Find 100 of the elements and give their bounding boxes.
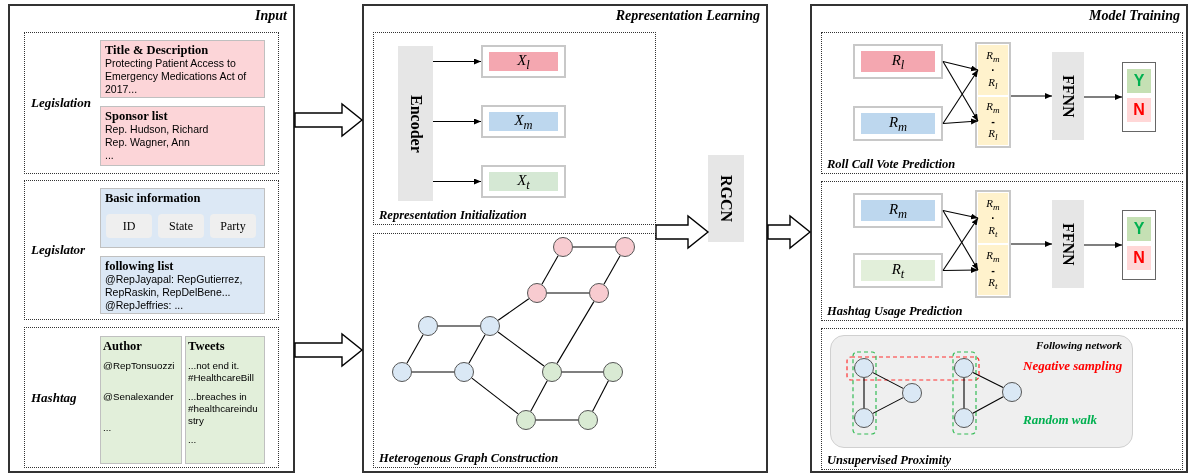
dotted-group-frame [821, 328, 1183, 470]
graph-node-circle [854, 408, 874, 428]
module-block [398, 46, 433, 201]
card-text: Rep. Wagner, Ann [105, 136, 191, 149]
arrow [432, 118, 482, 125]
connector-line [468, 334, 486, 364]
panel-title: Input [255, 8, 287, 24]
group-label: Legislator [31, 242, 86, 258]
section-panel [810, 4, 1188, 473]
operation-frame [975, 42, 1011, 148]
section-panel [8, 4, 295, 473]
vector-label: X$_{l}$ [517, 51, 530, 72]
dotted-group-frame [24, 180, 279, 320]
chip-label: ID [122, 218, 136, 234]
dotted-group-frame [24, 327, 279, 468]
card-heading: Author [103, 339, 143, 354]
dotted-group-frame [821, 32, 1183, 174]
connector-line [872, 372, 904, 389]
feature-box [853, 106, 943, 141]
operator-symbol: - [991, 264, 995, 276]
info-card [100, 256, 265, 314]
arrow [942, 69, 979, 125]
group-label: Heterogenous Graph Construction [379, 451, 559, 466]
module-label: Encoder [406, 94, 425, 153]
connector-line [963, 377, 965, 409]
connector-line [972, 396, 1004, 414]
formula-term: R$_{t}$ [988, 223, 998, 240]
connector-line [972, 371, 1004, 389]
operation-frame [975, 190, 1011, 298]
connector-line [541, 255, 559, 285]
formula-term: R$_{m}$ [986, 48, 1000, 65]
connector-line [546, 292, 590, 294]
graph-node-circle [589, 283, 609, 303]
connector-line [592, 380, 609, 412]
operation-cell [978, 97, 1008, 145]
label-tile [1127, 246, 1151, 270]
arrow [432, 58, 482, 65]
graph-node-circle [392, 362, 412, 382]
card-text: ... [105, 148, 115, 162]
connector-line [535, 419, 579, 421]
dotted-group-frame [373, 32, 656, 225]
arrow [942, 60, 979, 122]
vote-label: Y [1133, 220, 1145, 238]
arrow [432, 178, 482, 185]
connector-line [497, 298, 530, 321]
vote-label: N [1133, 249, 1145, 267]
arrow [1010, 93, 1053, 99]
connector-line [863, 377, 865, 409]
arrow [942, 60, 979, 72]
block-arrow [294, 102, 364, 138]
info-card [185, 336, 265, 464]
label-tile [1127, 217, 1151, 241]
group-label: Roll Call Vote Prediction [827, 157, 956, 172]
connector-line [603, 255, 621, 285]
formula-term: R$_{m}$ [986, 248, 1000, 265]
vector-label: R$_{t}$ [891, 260, 905, 281]
formula-term: R$_{m}$ [986, 99, 1000, 116]
module-label: FFNN [1059, 222, 1077, 266]
arrow [942, 267, 979, 274]
graph-node-circle [902, 383, 922, 403]
formula-term: R$_{t}$ [988, 275, 998, 292]
module-label: FFNN [1059, 74, 1077, 118]
group-label: Unsupervised Proximity [827, 453, 951, 468]
connector-line [556, 301, 595, 364]
vector-label: X$_{m}$ [514, 111, 533, 132]
output-box [1122, 210, 1156, 280]
module-label: RGCN [717, 174, 735, 223]
arrow [1083, 94, 1123, 100]
feature-box [481, 165, 566, 198]
operator-symbol: - [991, 115, 995, 127]
graph-node-circle [516, 410, 536, 430]
graph-node-circle [527, 283, 547, 303]
connector-line [406, 334, 424, 364]
info-card [100, 40, 265, 98]
vector-label: R$_{l}$ [891, 51, 905, 72]
connector-line [411, 371, 455, 373]
vote-label: N [1133, 101, 1145, 119]
graph-node-circle [954, 408, 974, 428]
module-block [708, 155, 744, 242]
card-text: ... [103, 422, 113, 435]
card-text: ... [188, 434, 198, 447]
vector-label: R$_{m}$ [888, 113, 908, 134]
card-heading: Title & Description [105, 43, 210, 58]
arrow [1083, 242, 1123, 248]
card-text: ...not end it. #HealthcareBill [188, 360, 255, 385]
chip-label: State [169, 218, 193, 234]
card-text: @RepJayapal: RepGutierrez, RepRaskin, RepDelBene... [105, 273, 244, 299]
card-text: Rep. Hudson, Richard [105, 123, 210, 137]
panel-title: Model Training [1089, 8, 1180, 24]
label-tile [1127, 69, 1151, 93]
graph-node-circle [553, 237, 573, 257]
block-arrow [767, 214, 812, 250]
card-heading: Sponsor list [105, 109, 169, 124]
section-panel [362, 4, 768, 473]
connector-line [572, 246, 616, 248]
graph-node-circle [480, 316, 500, 336]
card-heading: Tweets [188, 339, 226, 354]
card-heading: following list [105, 259, 175, 274]
connector-line [437, 325, 481, 327]
graph-node-circle [542, 362, 562, 382]
